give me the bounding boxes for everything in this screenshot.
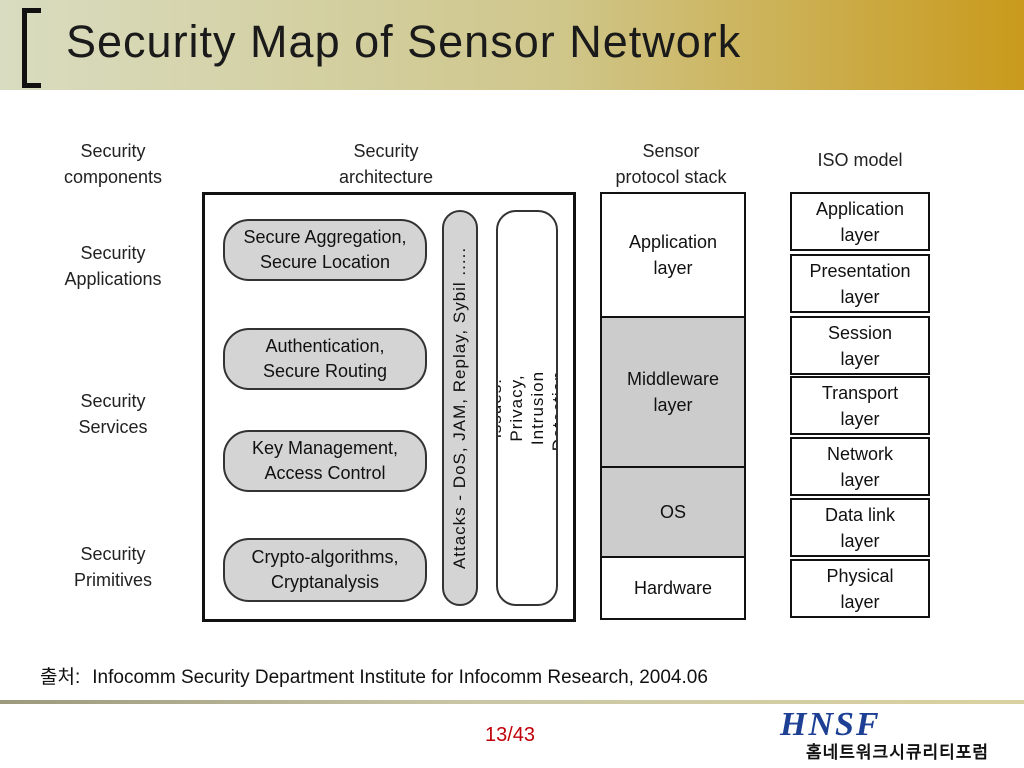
heading-security-architecture: Security architecture (338, 141, 434, 187)
label-security-primitives: Security Primitives (73, 544, 152, 590)
label-security-services: Security Services (78, 391, 148, 437)
stack-middleware-layer: Middleware layer (602, 318, 744, 468)
slide-title: Security Map of Sensor Network (66, 16, 742, 67)
page-number: 13/43 (484, 724, 536, 746)
stack-hardware: Hardware (602, 558, 744, 618)
iso-transport-layer: Transport layer (790, 376, 930, 435)
hnsf-logo: HNSF (780, 706, 881, 743)
source-citation: 출처: Infocomm Security Department Institut… (40, 662, 708, 689)
label-security-applications: Security Applications (64, 243, 162, 289)
stack-application-layer: Application layer (602, 194, 744, 318)
source-text: Infocomm Security Department Institute f… (92, 667, 708, 688)
hnsf-logo-subtitle: 홈네트워크시큐리티포럼 (806, 743, 990, 762)
pill-other-security-issues: Other security issues: Privacy, Intrusio… (496, 210, 558, 606)
iso-presentation-layer: Presentation layer (790, 254, 930, 313)
footer-divider (0, 700, 1024, 704)
stack-os: OS (602, 468, 744, 558)
other-issues-text: Other security issues: Privacy, Intrusio… (496, 364, 558, 452)
pill-secure-aggregation: Secure Aggregation, Secure Location (223, 219, 427, 281)
sensor-protocol-stack: Application layer Middleware layer OS Ha… (600, 192, 746, 620)
title-banner: Security Map of Sensor Network (0, 0, 1024, 90)
heading-security-components: Security components (63, 141, 163, 187)
pill-key-management: Key Management, Access Control (223, 430, 427, 492)
iso-physical-layer: Physical layer (790, 559, 930, 618)
iso-session-layer: Session layer (790, 316, 930, 375)
pill-authentication: Authentication, Secure Routing (223, 328, 427, 390)
iso-application-layer: Application layer (790, 192, 930, 251)
attacks-text: Attacks - DoS, JAM, Replay, Sybil ..... (450, 246, 469, 570)
iso-model-stack: Application layer Presentation layer Ses… (790, 192, 930, 620)
source-prefix: 출처: (40, 667, 81, 688)
heading-sensor-protocol-stack: Sensor protocol stack (615, 141, 727, 187)
iso-data-link-layer: Data link layer (790, 498, 930, 557)
heading-iso-model: ISO model (817, 150, 903, 170)
pill-attacks: Attacks - DoS, JAM, Replay, Sybil ..... (442, 210, 478, 606)
iso-network-layer: Network layer (790, 437, 930, 496)
pill-crypto-algorithms: Crypto-algorithms, Cryptanalysis (223, 538, 427, 602)
bracket-decoration (22, 8, 41, 88)
